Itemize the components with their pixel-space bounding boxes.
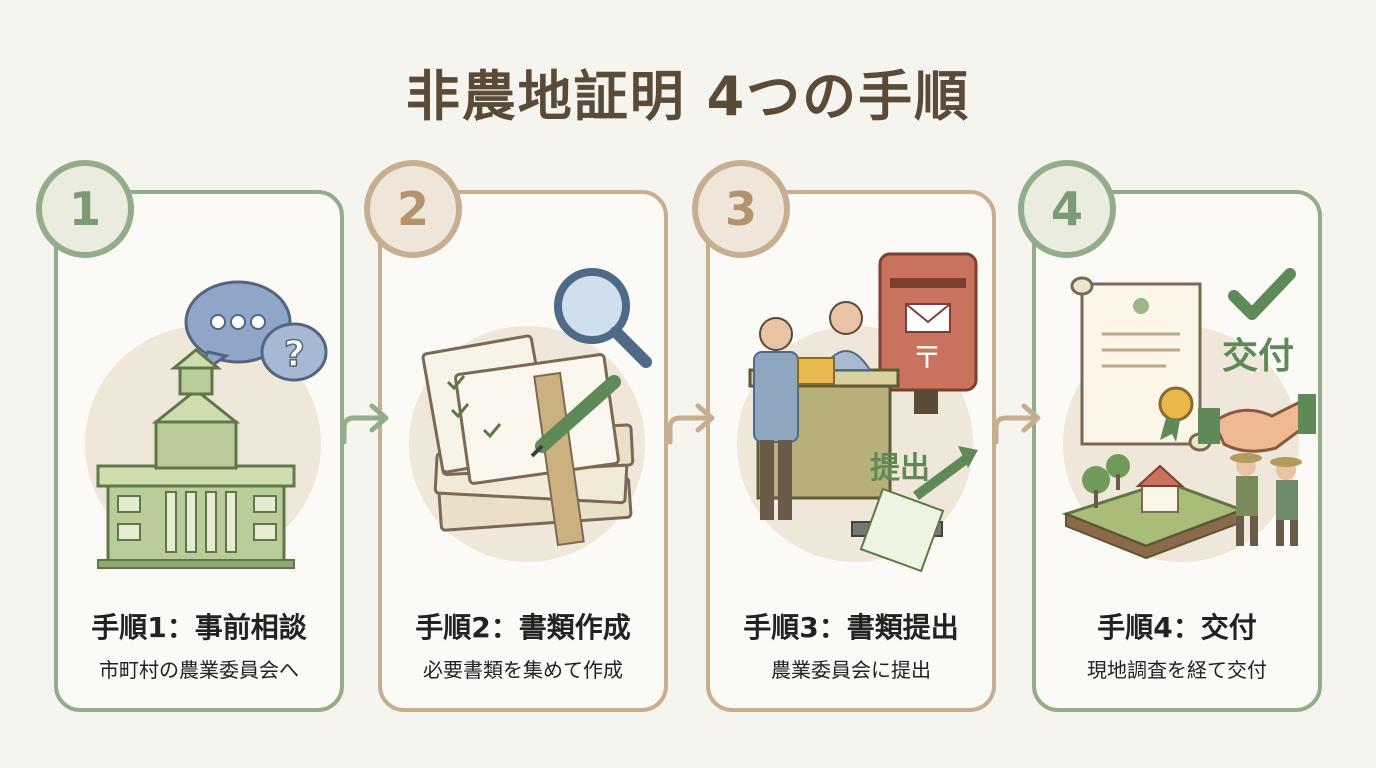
submission-counter-icon: 〒 提出 [737, 252, 978, 573]
certificate-handshake-icon: 交付 [1061, 268, 1316, 562]
step-title: 手順3：書類提出 [743, 611, 959, 644]
arrow-right-icon [993, 403, 1041, 445]
step-description: 必要書類を集めて作成 [423, 658, 623, 682]
step-card-2: 手順2：書類作成 必要書類を集めて作成 [378, 190, 668, 712]
step-description: 現地調査を経て交付 [1087, 658, 1267, 682]
step-number-badge: 3 [692, 160, 790, 258]
step-number-badge: 1 [36, 160, 134, 258]
step-title: 手順4：交付 [1097, 611, 1257, 644]
step-title: 手順1：事前相談 [91, 611, 307, 644]
arrow-right-icon [341, 403, 389, 445]
arrow-right-icon [667, 403, 715, 445]
step-number-badge: 2 [364, 160, 462, 258]
svg-text:〒: 〒 [912, 341, 942, 376]
step-title: 手順2：書類作成 [415, 611, 631, 644]
step-description: 農業委員会に提出 [771, 658, 931, 682]
submission-label: 提出 [870, 451, 930, 486]
svg-text:?: ? [284, 334, 305, 375]
government-building-icon: ? [85, 280, 328, 569]
issuance-label: 交付 [1222, 335, 1294, 377]
page-title: 非農地証明 4つの手順 [405, 65, 971, 128]
documents-icon [409, 268, 652, 562]
step-number-badge: 4 [1018, 160, 1116, 258]
step-card-3: 〒 提出 手順3：書類提出 農業委員会に提出 [706, 190, 996, 712]
step-description: 市町村の農業委員会へ [99, 658, 299, 682]
step-card-4: 交付 手順4：交付 現地調査を経て交付 [1032, 190, 1322, 712]
step-card-1: ? 手順1：事前相談 市町村の農業委員会へ [54, 190, 344, 712]
